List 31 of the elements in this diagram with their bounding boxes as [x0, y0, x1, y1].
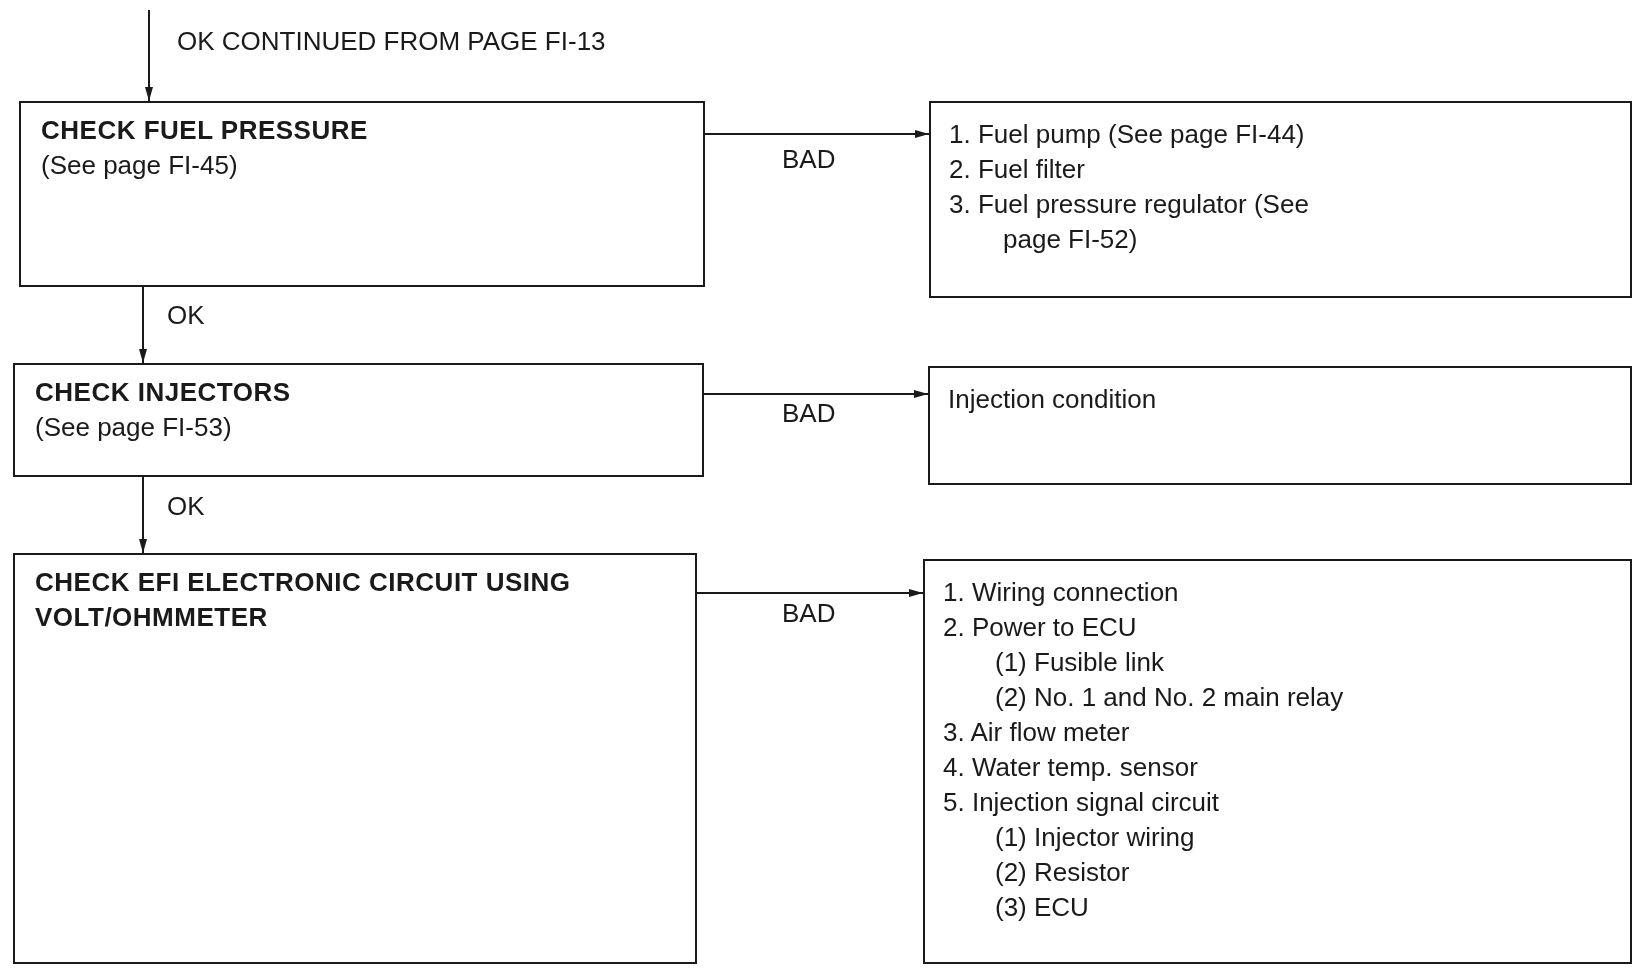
arrow — [703, 390, 929, 398]
list-item: (2) No. 1 and No. 2 main relay — [995, 681, 1344, 714]
process-box — [13, 363, 704, 477]
process-box — [19, 101, 705, 287]
page-reference: (See page FI-45) — [41, 149, 238, 182]
list-item: (2) Resistor — [995, 856, 1131, 889]
step-heading: CHECK EFI ELECTRONIC CIRCUIT USING VOLT/OHMMETER — [35, 566, 572, 634]
page-reference: (See page FI-53) — [35, 411, 232, 444]
arrow — [696, 589, 924, 597]
list-item: 2. Power to ECU — [943, 611, 1137, 644]
list-item: 1. Fuel pump (See page FI-44) — [949, 118, 1305, 151]
arrow — [139, 476, 147, 554]
list-item: (1) Fusible link — [995, 646, 1165, 679]
list-item: 1. Wiring connection — [943, 576, 1179, 609]
arrow — [704, 130, 930, 138]
result-box — [929, 101, 1632, 298]
arrow — [139, 286, 147, 364]
list-item: (1) Injector wiring — [995, 821, 1195, 854]
list-item: 4. Water temp. sensor — [943, 751, 1198, 784]
list-item: 5. Injection signal circuit — [943, 786, 1220, 819]
process-box — [13, 553, 697, 964]
arrow — [145, 9, 153, 102]
step-heading: CHECK FUEL PRESSURE — [41, 114, 368, 147]
list-item: Injection condition — [948, 383, 1157, 416]
result-box — [928, 366, 1632, 485]
step-heading: CHECK INJECTORS — [35, 376, 291, 409]
list-item: 3. Fuel pressure regulator (See page FI-52) — [949, 188, 1310, 256]
result-box — [923, 559, 1632, 964]
list-item: 2. Fuel filter — [949, 153, 1085, 186]
list-item: (3) ECU — [995, 891, 1090, 924]
list-item: 3. Air flow meter — [943, 716, 1130, 749]
